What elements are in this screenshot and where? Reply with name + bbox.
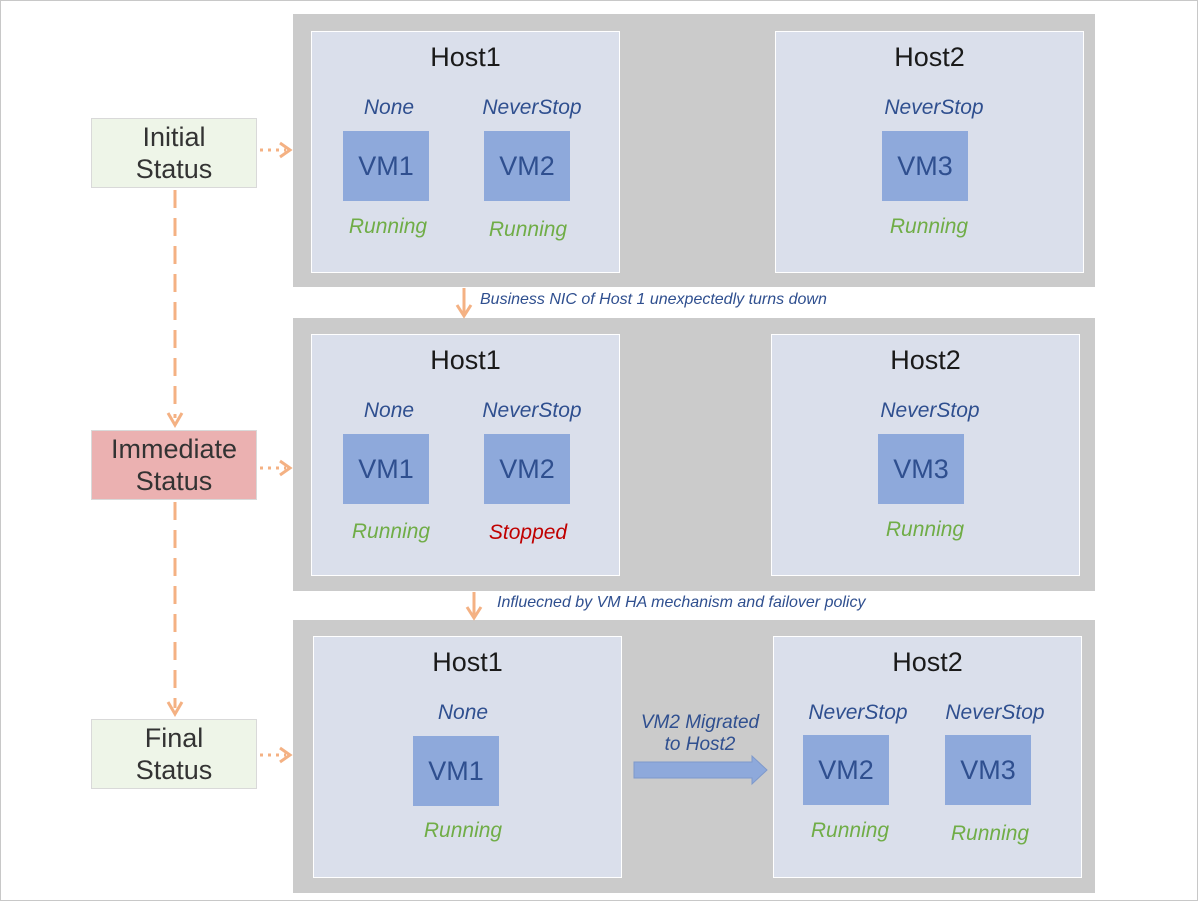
vm-box: VM3 bbox=[882, 131, 968, 201]
host-title: Host2 bbox=[892, 647, 963, 677]
immediate-status-box: Immediate Status bbox=[91, 430, 257, 500]
row3-host2-panel: Host2 NeverStop VM2 Running NeverStop VM… bbox=[773, 636, 1082, 878]
vm-state: Running bbox=[348, 215, 428, 238]
vm-state-stopped: Stopped bbox=[488, 521, 568, 544]
arrowhead-down bbox=[455, 304, 473, 319]
vm-policy: None bbox=[437, 701, 489, 724]
vm-policy: NeverStop bbox=[808, 701, 908, 724]
host-title: Host1 bbox=[432, 647, 503, 677]
vm-policy: NeverStop bbox=[880, 399, 980, 422]
host-title: Host1 bbox=[430, 345, 501, 375]
initial-status-box: Initial Status bbox=[91, 118, 257, 188]
vm-policy: None bbox=[363, 399, 415, 422]
row1-host1-panel: Host1 None VM1 Running NeverStop VM2 Run… bbox=[311, 31, 620, 273]
vm-box: VM3 bbox=[878, 434, 964, 504]
vm-state: Running bbox=[423, 819, 503, 842]
vm-policy: NeverStop bbox=[482, 96, 582, 119]
arrowhead-right bbox=[279, 141, 293, 159]
vm-box: VM2 bbox=[803, 735, 889, 805]
vm-box: VM1 bbox=[343, 434, 429, 504]
arrowhead-right bbox=[279, 746, 293, 764]
final-status-box: Final Status bbox=[91, 719, 257, 789]
vm-box: VM1 bbox=[343, 131, 429, 201]
vm-box: VM1 bbox=[413, 736, 499, 806]
vm-box: VM3 bbox=[945, 735, 1031, 805]
vm-state: Running bbox=[950, 822, 1030, 845]
vm-state: Running bbox=[885, 518, 965, 541]
host-title: Host1 bbox=[430, 42, 501, 72]
arrowhead-right bbox=[279, 459, 293, 477]
vm-state: Running bbox=[810, 819, 890, 842]
vm-policy: NeverStop bbox=[482, 399, 582, 422]
row3-host1-panel: Host1 None VM1 Running bbox=[313, 636, 622, 878]
transition-note-2: Influecned by VM HA mechanism and failov… bbox=[497, 594, 866, 611]
migration-arrow bbox=[633, 754, 768, 786]
row2-host1-panel: Host1 None VM1 Running NeverStop VM2 Sto… bbox=[311, 334, 620, 576]
vm-policy: None bbox=[363, 96, 415, 119]
arrowhead-down bbox=[465, 606, 483, 621]
arrowhead-down bbox=[166, 701, 184, 717]
vm-policy: NeverStop bbox=[945, 701, 1045, 724]
vm-state: Running bbox=[351, 520, 431, 543]
migration-note: VM2 Migrated to Host2 bbox=[640, 712, 760, 755]
vm-box: VM2 bbox=[484, 434, 570, 504]
vm-box: VM2 bbox=[484, 131, 570, 201]
vm-policy: NeverStop bbox=[884, 96, 984, 119]
host-title: Host2 bbox=[894, 42, 965, 72]
vm-state: Running bbox=[889, 215, 969, 238]
row2-host2-panel: Host2 NeverStop VM3 Running bbox=[771, 334, 1080, 576]
host-title: Host2 bbox=[890, 345, 961, 375]
transition-note-1: Business NIC of Host 1 unexpectedly turn… bbox=[480, 291, 827, 308]
row1-host2-panel: Host2 NeverStop VM3 Running bbox=[775, 31, 1084, 273]
arrowhead-down bbox=[166, 412, 184, 428]
vm-state: Running bbox=[488, 218, 568, 241]
